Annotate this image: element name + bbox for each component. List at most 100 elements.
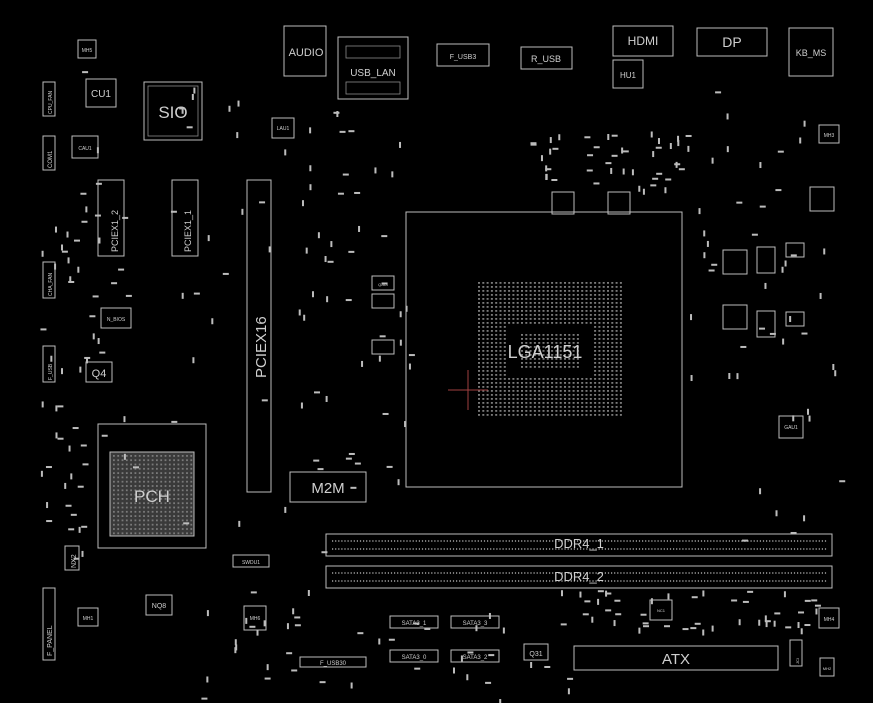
mosfet-1 <box>756 246 776 274</box>
gau1-chip: GAU1 <box>778 415 804 439</box>
swdu1-label: SWDU1 <box>242 560 260 566</box>
usb-lan-connector: USB_LAN <box>337 36 409 100</box>
f-panel-header: F_PANEL <box>42 587 56 661</box>
pch-chip: PCH <box>97 423 207 549</box>
jci-label: JCI <box>795 658 800 664</box>
cpu-pin-array <box>478 282 622 416</box>
qaui-label: QAUI <box>378 282 388 287</box>
mosfet-3 <box>785 242 805 258</box>
pciex16-slot: PCIEX16 <box>246 179 272 493</box>
passive-components <box>40 71 846 703</box>
mh2-label: MH2 <box>823 666 832 671</box>
hdmi-connector: HDMI <box>612 25 674 57</box>
pch-ball-grid <box>113 455 193 535</box>
pch-label: PCH <box>134 487 170 506</box>
q31-label: Q31 <box>529 651 542 658</box>
f-usb-header: F_USB <box>42 345 56 383</box>
pciex1-2-slot: PCIEX1_2 <box>97 179 125 257</box>
cau1-chip: CAU1 <box>71 135 99 159</box>
mounting-hole-mh4: MH4 <box>818 607 840 629</box>
inductor-2 <box>722 304 748 330</box>
r-usb-label: R_USB <box>531 54 561 64</box>
ddr4-2-label: DDR4_2 <box>554 569 604 584</box>
lau1-chip: LAU1 <box>271 117 295 139</box>
audio-connector: AUDIO <box>283 25 327 77</box>
cu1-label: CU1 <box>91 89 111 100</box>
cha-fan-header: CHA_FAN <box>42 261 56 299</box>
f-usb-label: F_USB <box>48 363 54 380</box>
f-panel-label: F_PANEL <box>47 625 54 656</box>
cpu-fan-header: CPU_FAN <box>42 81 56 117</box>
qaui-chips: QAUI <box>371 275 395 355</box>
sata3-0-label: SATA3_0 <box>402 655 427 661</box>
pciex1-1-label: PCIEX1_1 <box>183 210 193 252</box>
mounting-hole-mh5: MH5 <box>77 39 97 59</box>
com1-header: COM1 <box>42 135 56 171</box>
mounting-hole-mh1: MH1 <box>77 607 99 627</box>
mounting-hole-mh2: MH2 <box>819 657 835 677</box>
mosfet-2 <box>756 310 776 338</box>
gau1-label: GAU1 <box>784 425 798 431</box>
m2m-slot: M2M <box>289 471 367 503</box>
cpu-socket: LGA1151 <box>405 191 683 488</box>
r-usb-connector: R_USB <box>520 46 573 70</box>
swdu1-chip: SWDU1 <box>232 554 270 568</box>
mh4-label: MH4 <box>824 617 835 623</box>
nq8-label: NQ8 <box>152 603 167 610</box>
nx2-label: NX2 <box>71 554 78 568</box>
sata3-1-port: SATA3_1 <box>389 615 439 629</box>
f-usb30-header: F_USB30 <box>299 656 367 668</box>
ddr4-2-slot: DDR4_2 <box>325 565 833 589</box>
q4-label: Q4 <box>92 368 107 380</box>
atx-connector: ATX <box>573 645 779 671</box>
hu1-label: HU1 <box>620 71 637 80</box>
sata3-2-port: SATA3_2 <box>450 649 500 663</box>
mh5-label: MH5 <box>82 48 93 54</box>
lau1-label: LAU1 <box>277 126 290 132</box>
nq8-chip: NQ8 <box>145 594 173 616</box>
right-chip-1 <box>809 186 835 212</box>
cau1-label: CAU1 <box>78 146 92 152</box>
dp-connector: DP <box>696 27 768 57</box>
kb-ms-label: KB_MS <box>796 48 827 58</box>
sata3-0-port: SATA3_0 <box>389 649 439 663</box>
pciex1-2-label: PCIEX1_2 <box>110 210 120 252</box>
jci-header: JCI <box>789 639 803 667</box>
com1-label: COM1 <box>48 150 54 168</box>
pciex16-label: PCIEX16 <box>253 316 270 378</box>
usb-lan-label: USB_LAN <box>350 68 396 79</box>
pciex1-1-slot: PCIEX1_1 <box>171 179 199 257</box>
mh3-label: MH3 <box>824 133 835 139</box>
mounting-hole-mh6: MH6 <box>243 605 267 631</box>
q4-transistor: Q4 <box>85 361 113 383</box>
sata3-3-label: SATA3_3 <box>463 621 488 627</box>
audio-label: AUDIO <box>289 47 324 59</box>
hu1-chip: HU1 <box>612 59 644 89</box>
ddr4-1-slot: DDR4_1 <box>325 533 833 557</box>
mosfet-4 <box>785 311 805 327</box>
f-usb3-label: F_USB3 <box>450 54 477 61</box>
inductor-1 <box>722 249 748 275</box>
mounting-hole-mh3: MH3 <box>818 124 840 144</box>
nc1-chip: NC1 <box>649 599 673 621</box>
sata3-3-port: SATA3_3 <box>450 615 500 629</box>
f-usb3-header: F_USB3 <box>436 43 490 67</box>
sio-chip: SIO <box>143 81 203 141</box>
mh6-label: MH6 <box>250 616 261 622</box>
dp-label: DP <box>722 34 741 50</box>
kb-ms-connector: KB_MS <box>788 27 834 77</box>
n-bios-chip: N_BIOS <box>100 307 132 329</box>
cpu-fan-label: CPU_FAN <box>48 91 54 114</box>
sata3-2-label: SATA3_2 <box>463 655 488 661</box>
nc1-label: NC1 <box>657 608 666 613</box>
n-bios-label: N_BIOS <box>107 317 126 323</box>
mh1-label: MH1 <box>83 616 94 622</box>
m2m-label: M2M <box>311 480 344 497</box>
q31-transistor: Q31 <box>523 643 549 661</box>
ddr4-1-label: DDR4_1 <box>554 536 604 551</box>
cu1-chip: CU1 <box>85 78 117 108</box>
hdmi-label: HDMI <box>628 34 659 48</box>
cha-fan-label: CHA_FAN <box>48 273 54 296</box>
cpu-socket-label: LGA1151 <box>508 342 583 362</box>
